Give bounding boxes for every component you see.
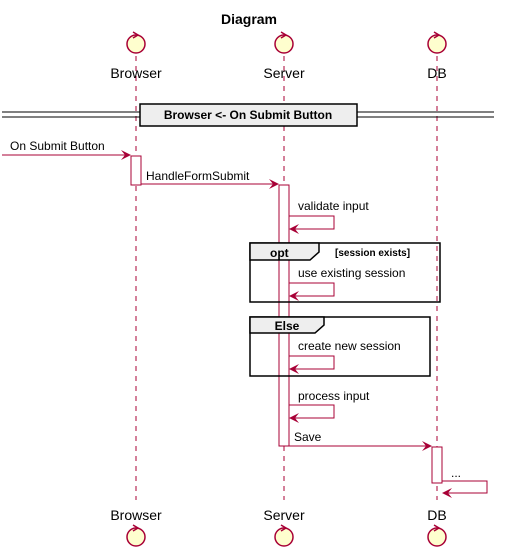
divider: Browser <- On Submit Button bbox=[2, 103, 494, 127]
participant-name: Browser bbox=[110, 65, 162, 81]
control-icon bbox=[427, 34, 447, 54]
message-handle-form-submit: HandleFormSubmit bbox=[141, 169, 279, 189]
message-label: HandleFormSubmit bbox=[146, 169, 250, 183]
message-process-input: process input bbox=[289, 389, 370, 423]
message-label: ... bbox=[451, 466, 461, 480]
activation-db bbox=[431, 446, 443, 484]
participant-name: Browser bbox=[110, 507, 162, 523]
message-on-submit: On Submit Button bbox=[2, 139, 131, 160]
message-label: use existing session bbox=[298, 266, 405, 280]
participant-server-bottom: Server bbox=[263, 507, 305, 547]
diagram-title: Diagram bbox=[221, 11, 277, 27]
fragment-opt: opt [session exists] bbox=[249, 242, 441, 303]
message-label: process input bbox=[298, 389, 370, 403]
control-icon bbox=[274, 527, 294, 547]
control-icon bbox=[126, 34, 146, 54]
divider-label: Browser <- On Submit Button bbox=[164, 108, 332, 122]
participant-name: DB bbox=[427, 65, 446, 81]
participant-name: Server bbox=[263, 507, 305, 523]
participant-name: Server bbox=[263, 65, 305, 81]
fragment-keyword: Else bbox=[275, 319, 300, 333]
participant-browser-top: Browser bbox=[110, 31, 162, 81]
participant-browser-bottom: Browser bbox=[110, 507, 162, 547]
message-label: Save bbox=[294, 430, 322, 444]
participant-server-top: Server bbox=[263, 31, 305, 81]
message-use-existing-session: use existing session bbox=[289, 266, 405, 301]
message-label: create new session bbox=[298, 339, 401, 353]
message-create-new-session: create new session bbox=[289, 339, 401, 374]
fragment-guard: [session exists] bbox=[335, 248, 410, 259]
participant-name: DB bbox=[427, 507, 446, 523]
message-label: On Submit Button bbox=[10, 139, 105, 153]
activation-browser bbox=[130, 155, 142, 186]
message-save: Save bbox=[289, 430, 432, 451]
fragment-keyword: opt bbox=[270, 246, 289, 260]
fragment-else: Else bbox=[249, 316, 431, 377]
control-icon bbox=[427, 527, 447, 547]
control-icon bbox=[126, 527, 146, 547]
activation-server bbox=[278, 184, 290, 447]
participant-db-bottom: DB bbox=[427, 507, 447, 547]
message-validate-input: validate input bbox=[289, 199, 369, 234]
message-ellipsis: ... bbox=[442, 466, 488, 498]
message-label: validate input bbox=[298, 199, 369, 213]
participant-db-top: DB bbox=[427, 31, 447, 81]
control-icon bbox=[274, 34, 294, 54]
